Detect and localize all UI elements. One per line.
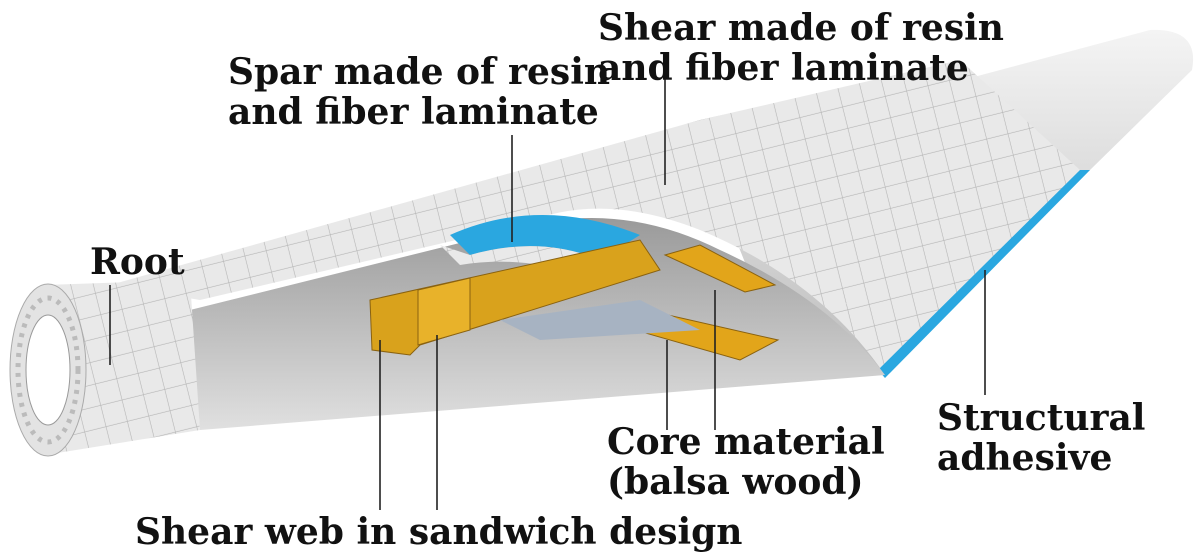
adhesive-label-line1: Structural xyxy=(937,397,1146,439)
blade-upper-skin xyxy=(110,60,1080,375)
core-material-upper xyxy=(663,244,777,293)
shear-web-label: Shear web in sandwich design xyxy=(135,511,743,553)
root-tube xyxy=(45,280,200,455)
root-label: Root xyxy=(90,241,185,283)
shear-label: Shear made of resin and fiber laminate xyxy=(598,8,1004,88)
spar-cap xyxy=(450,215,640,260)
spar-label: Spar made of resin and fiber laminate xyxy=(228,52,610,132)
shear-label-line2: and fiber laminate xyxy=(598,47,969,89)
leader-lines xyxy=(109,60,986,510)
spar-label-line2: and fiber laminate xyxy=(228,91,599,133)
core-label-line2: (balsa wood) xyxy=(607,461,864,503)
adhesive-label-line2: adhesive xyxy=(937,437,1113,479)
adhesive-label: Structural adhesive xyxy=(937,398,1145,478)
shear-label-line1: Shear made of resin xyxy=(598,7,1004,49)
core-label: Core material (balsa wood) xyxy=(607,422,885,502)
structural-adhesive-strip xyxy=(878,170,1090,378)
core-label-line1: Core material xyxy=(607,421,885,463)
spar-label-line1: Spar made of resin xyxy=(228,51,611,93)
